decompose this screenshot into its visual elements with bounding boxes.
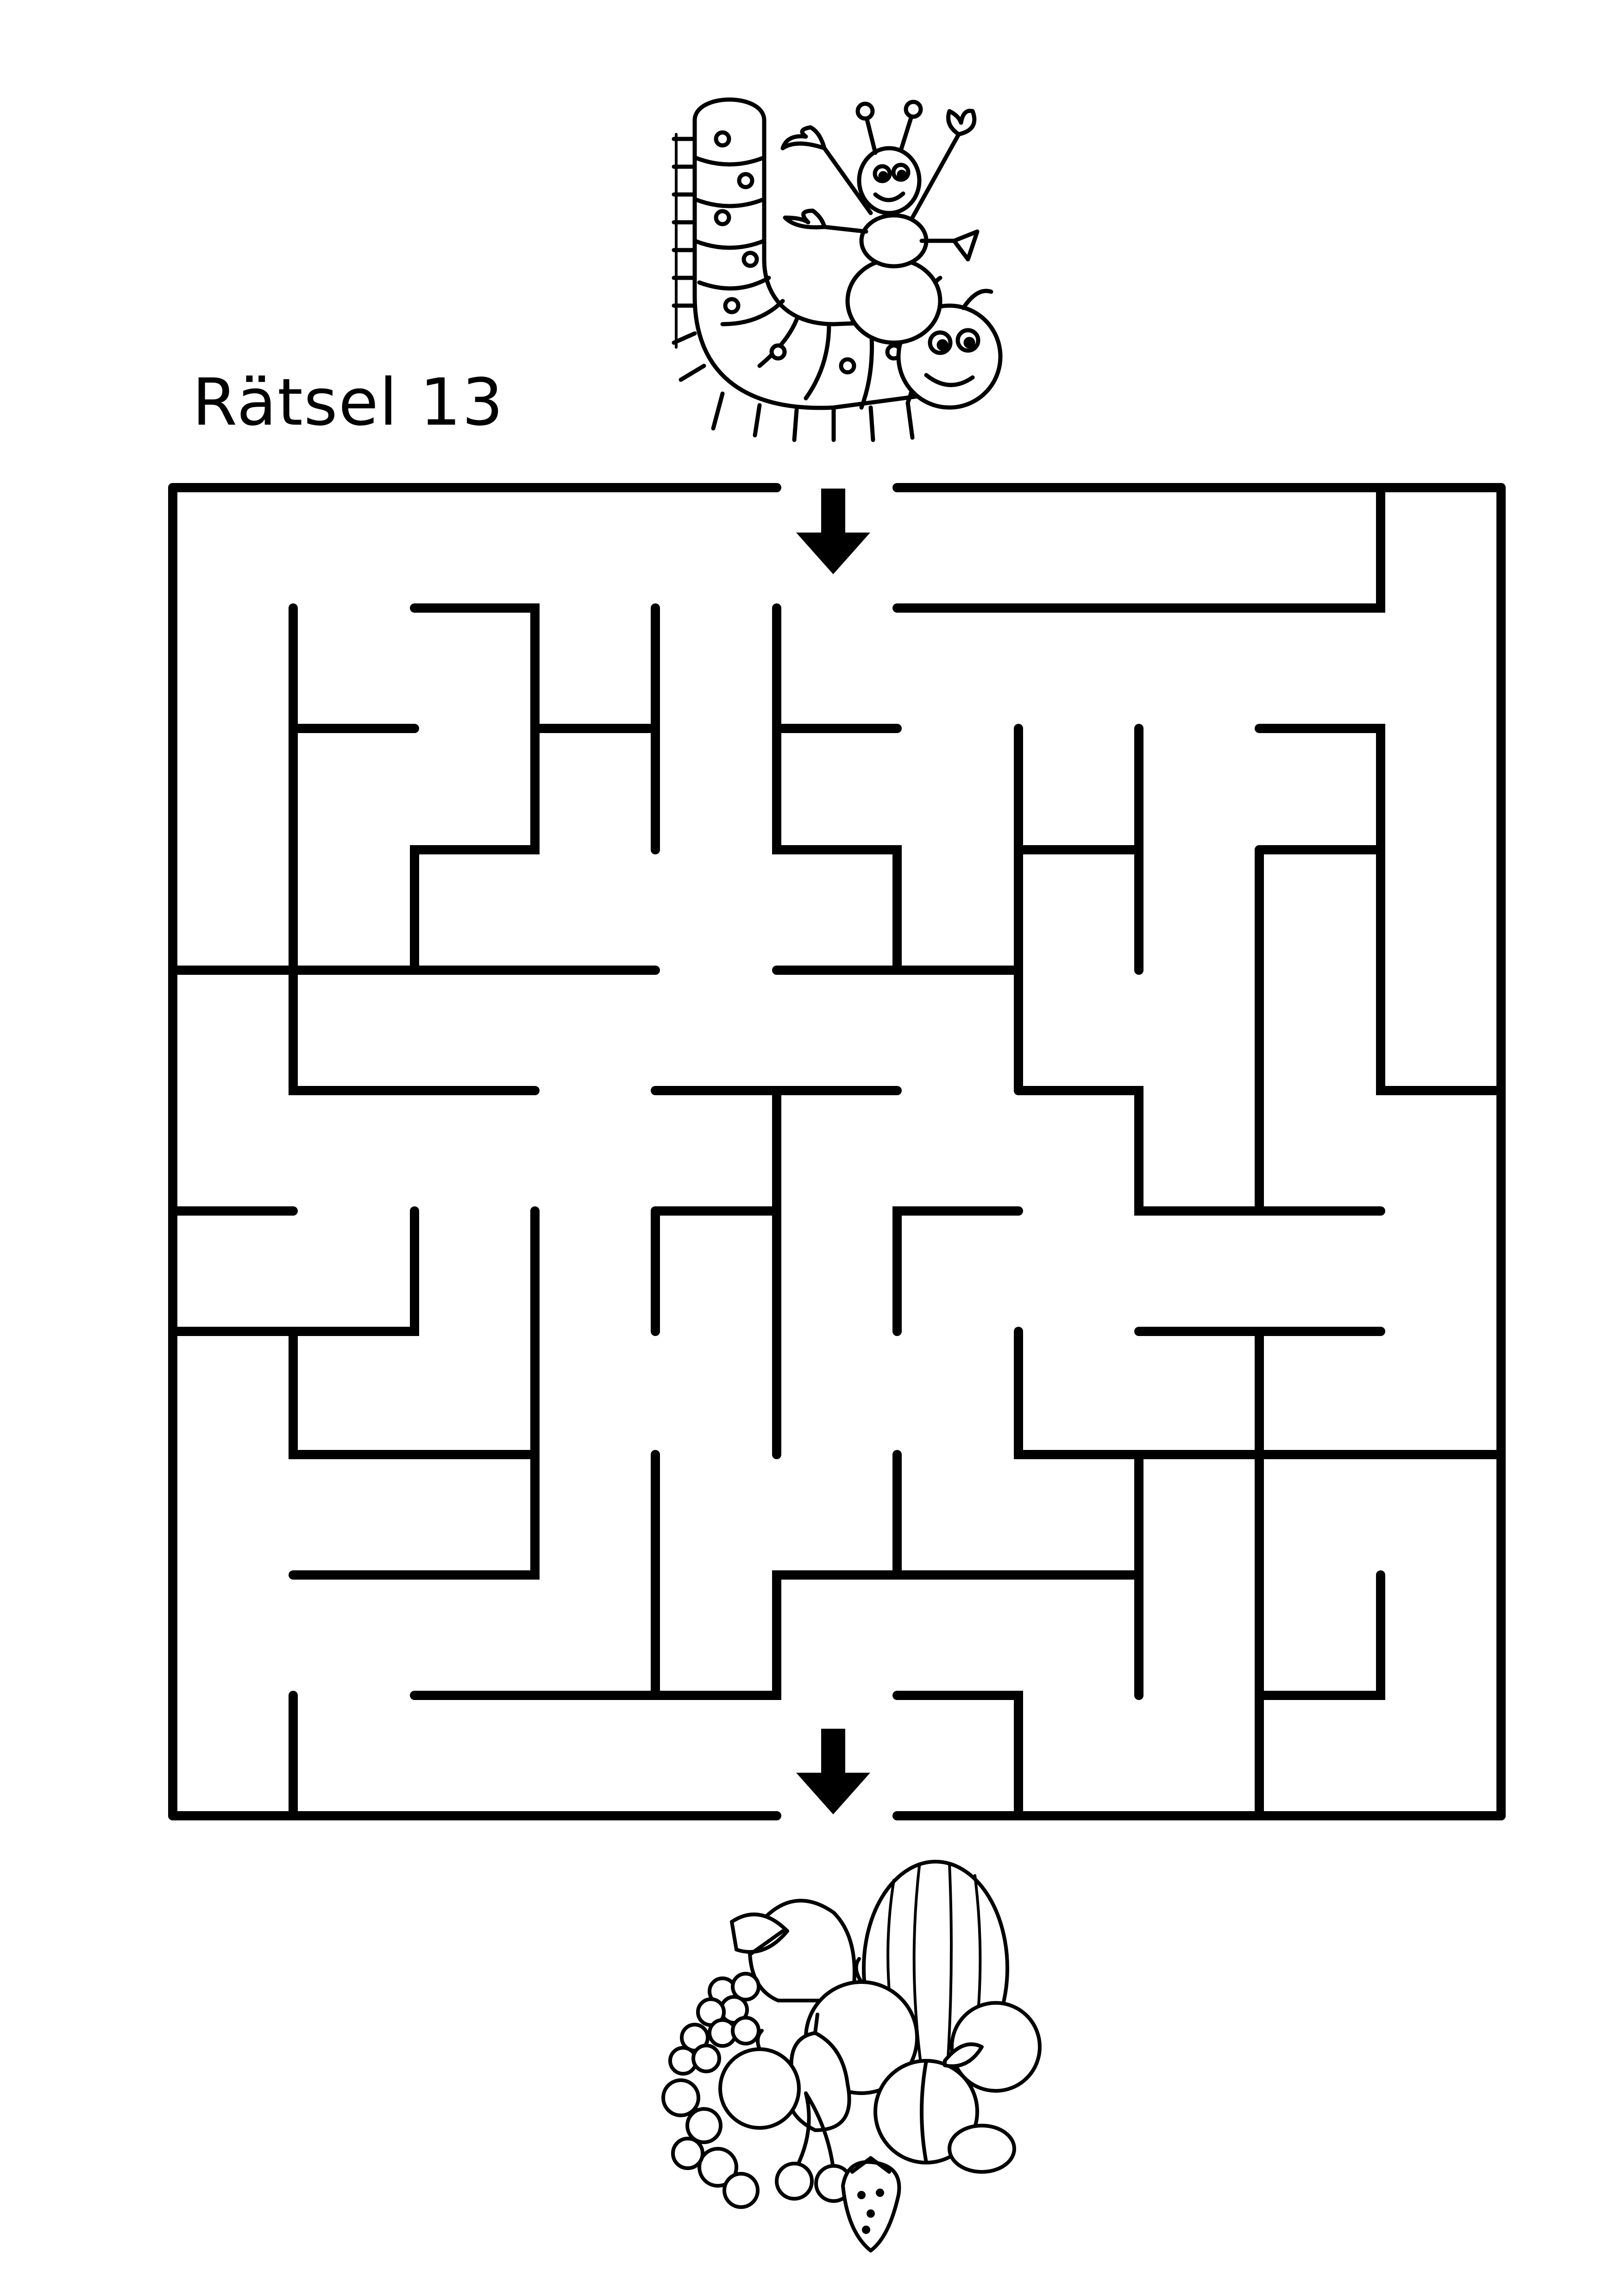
maze-walls <box>168 483 1506 1820</box>
maze-wall <box>892 483 1385 613</box>
puzzle-title: Rätsel 13 <box>192 365 504 440</box>
maze-wall <box>289 966 540 1095</box>
maze-wall <box>168 1206 419 1336</box>
maze-wall <box>892 1206 1023 1336</box>
maze-wall <box>1014 1086 1264 1216</box>
maze-wall <box>1255 845 1385 1216</box>
maze-wall <box>772 603 902 975</box>
maze-wall <box>1255 724 1506 1095</box>
caterpillar-and-ant-icon <box>672 97 1003 442</box>
fruit-basket-icon <box>661 1860 1042 2252</box>
entrance-arrow-icon <box>796 489 870 574</box>
maze-wall <box>1255 1570 1385 1700</box>
maze-wall <box>410 603 540 975</box>
maze-wall <box>1014 1327 1385 1459</box>
exit-arrow-icon <box>796 1729 870 1814</box>
maze-wall <box>289 1327 540 1459</box>
maze-wall <box>651 1570 1143 1700</box>
maze-wall <box>289 1206 540 1580</box>
maze-wall <box>892 1691 1023 1820</box>
